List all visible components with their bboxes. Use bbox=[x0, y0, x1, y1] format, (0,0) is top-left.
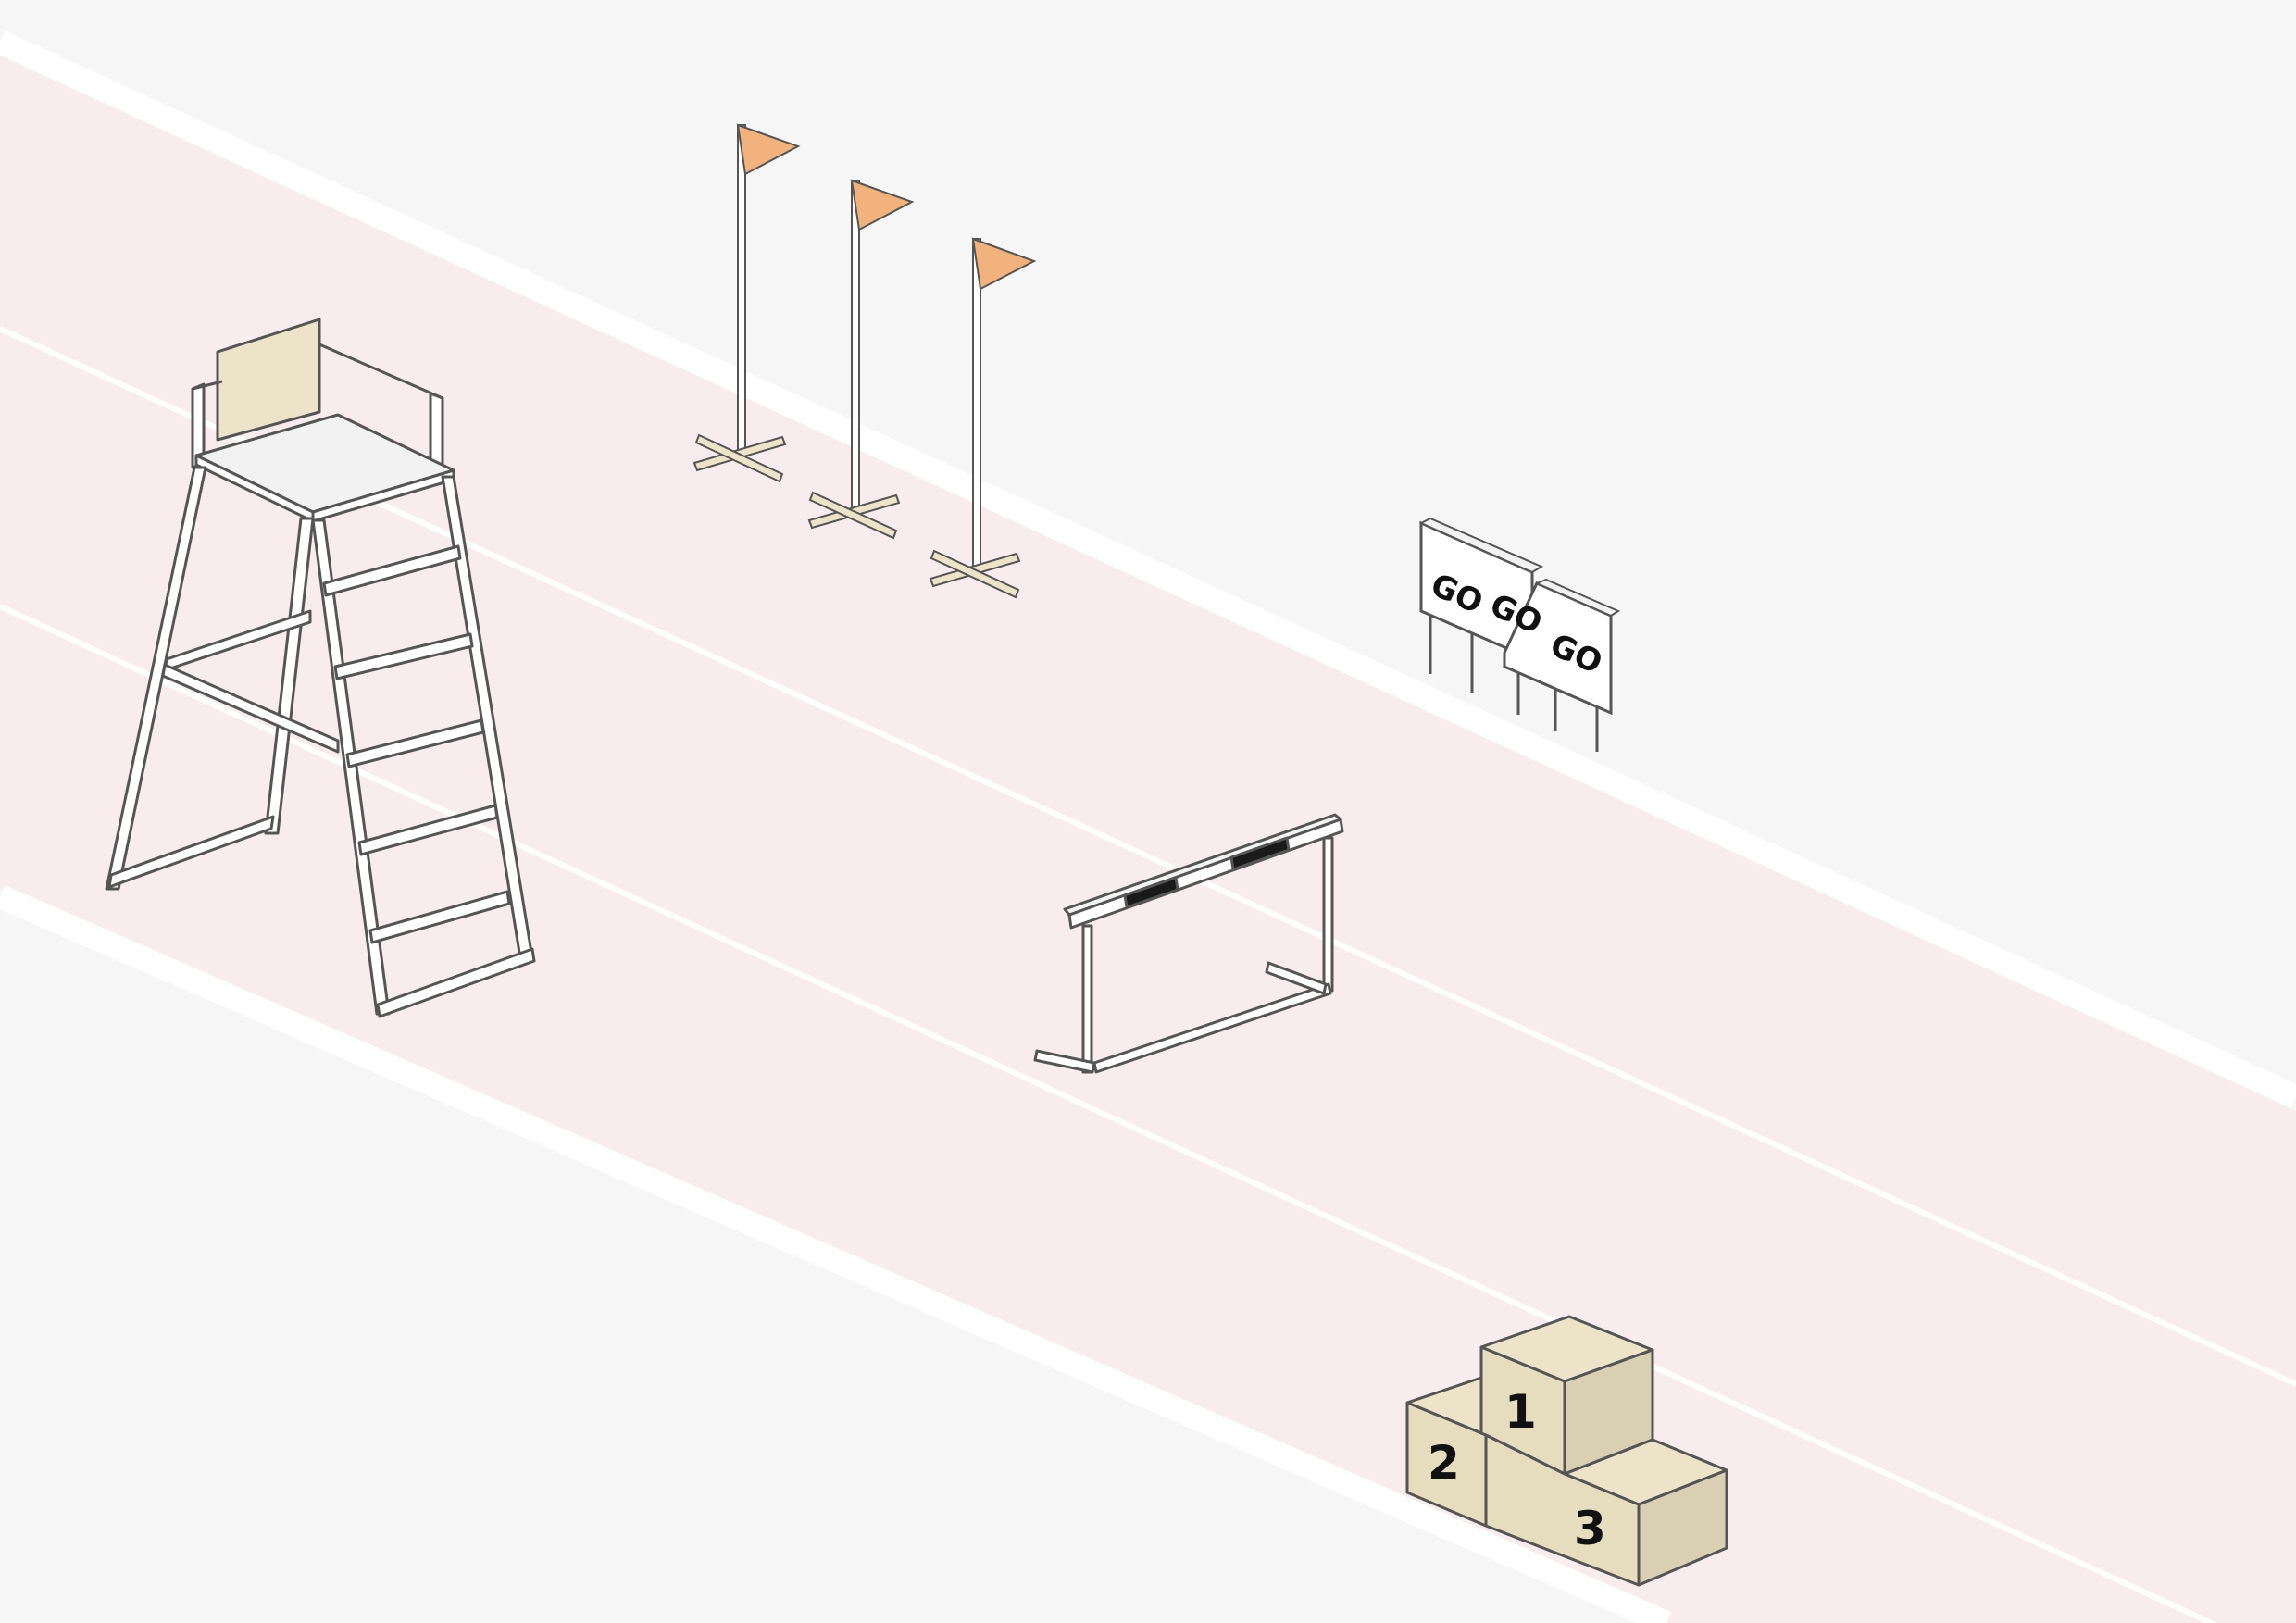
hurdle-base bbox=[1092, 982, 1332, 1074]
sign-panel bbox=[1503, 581, 1613, 716]
track-edge-top bbox=[0, 31, 2296, 1108]
sign-board bbox=[1418, 517, 1544, 693]
podium-block-3-side bbox=[1637, 1468, 1728, 1587]
go-signs: GO GO GO bbox=[1418, 517, 1621, 752]
flag-pennant bbox=[971, 237, 1037, 291]
flags-group bbox=[693, 123, 1037, 599]
hurdle-foot bbox=[1265, 961, 1328, 995]
track-surface bbox=[0, 56, 2296, 1623]
hurdle-icon bbox=[1033, 813, 1344, 1074]
chair-back-panel bbox=[216, 318, 321, 442]
armrest-rail bbox=[192, 380, 223, 391]
hurdle-stripe bbox=[1123, 876, 1179, 909]
podium-label-2: 2 bbox=[1428, 1436, 1460, 1490]
ladder-rung bbox=[333, 632, 474, 680]
flag-base bbox=[930, 549, 1020, 599]
flag-icon bbox=[929, 237, 1037, 599]
flag-base bbox=[808, 491, 898, 540]
ladder-rung bbox=[345, 718, 485, 768]
podium: 1 2 3 bbox=[1405, 1315, 1728, 1587]
hurdle-stripe bbox=[1229, 836, 1291, 871]
chair-crossbar bbox=[107, 815, 275, 889]
podium-label-1: 1 bbox=[1504, 1385, 1537, 1439]
flag-pole bbox=[972, 238, 981, 568]
flag-base bbox=[694, 433, 784, 483]
sign-top bbox=[1534, 578, 1621, 618]
hurdle-upright bbox=[1322, 836, 1334, 993]
chair-leg bbox=[264, 517, 315, 835]
running-track bbox=[0, 31, 2296, 1623]
lane-line bbox=[0, 326, 2296, 1387]
flag-pennant bbox=[850, 179, 915, 231]
podium-block-3-front bbox=[1484, 1433, 1641, 1587]
sign-board bbox=[1503, 578, 1621, 752]
ladder-rung bbox=[322, 544, 462, 597]
hurdle-upright bbox=[1081, 924, 1093, 1074]
flag-pole bbox=[737, 124, 746, 455]
track-edge-bottom bbox=[0, 885, 1672, 1623]
ladder-rung bbox=[368, 890, 511, 944]
podium-label-3: 3 bbox=[1574, 1502, 1606, 1555]
chair-leg bbox=[105, 466, 207, 891]
ladder-rung bbox=[376, 947, 536, 1018]
armrest-rail bbox=[318, 343, 443, 400]
chair-crossbar bbox=[161, 663, 340, 754]
ladder-rung bbox=[357, 804, 499, 856]
flag-pole bbox=[851, 180, 860, 510]
sign-top bbox=[1418, 517, 1544, 574]
flag-icon bbox=[693, 123, 801, 483]
hurdle-foot bbox=[1033, 1049, 1096, 1074]
umpire-chair-icon bbox=[105, 318, 536, 1018]
flag-icon bbox=[807, 179, 915, 540]
flag-pennant bbox=[736, 123, 801, 176]
lane-line bbox=[0, 604, 2218, 1623]
